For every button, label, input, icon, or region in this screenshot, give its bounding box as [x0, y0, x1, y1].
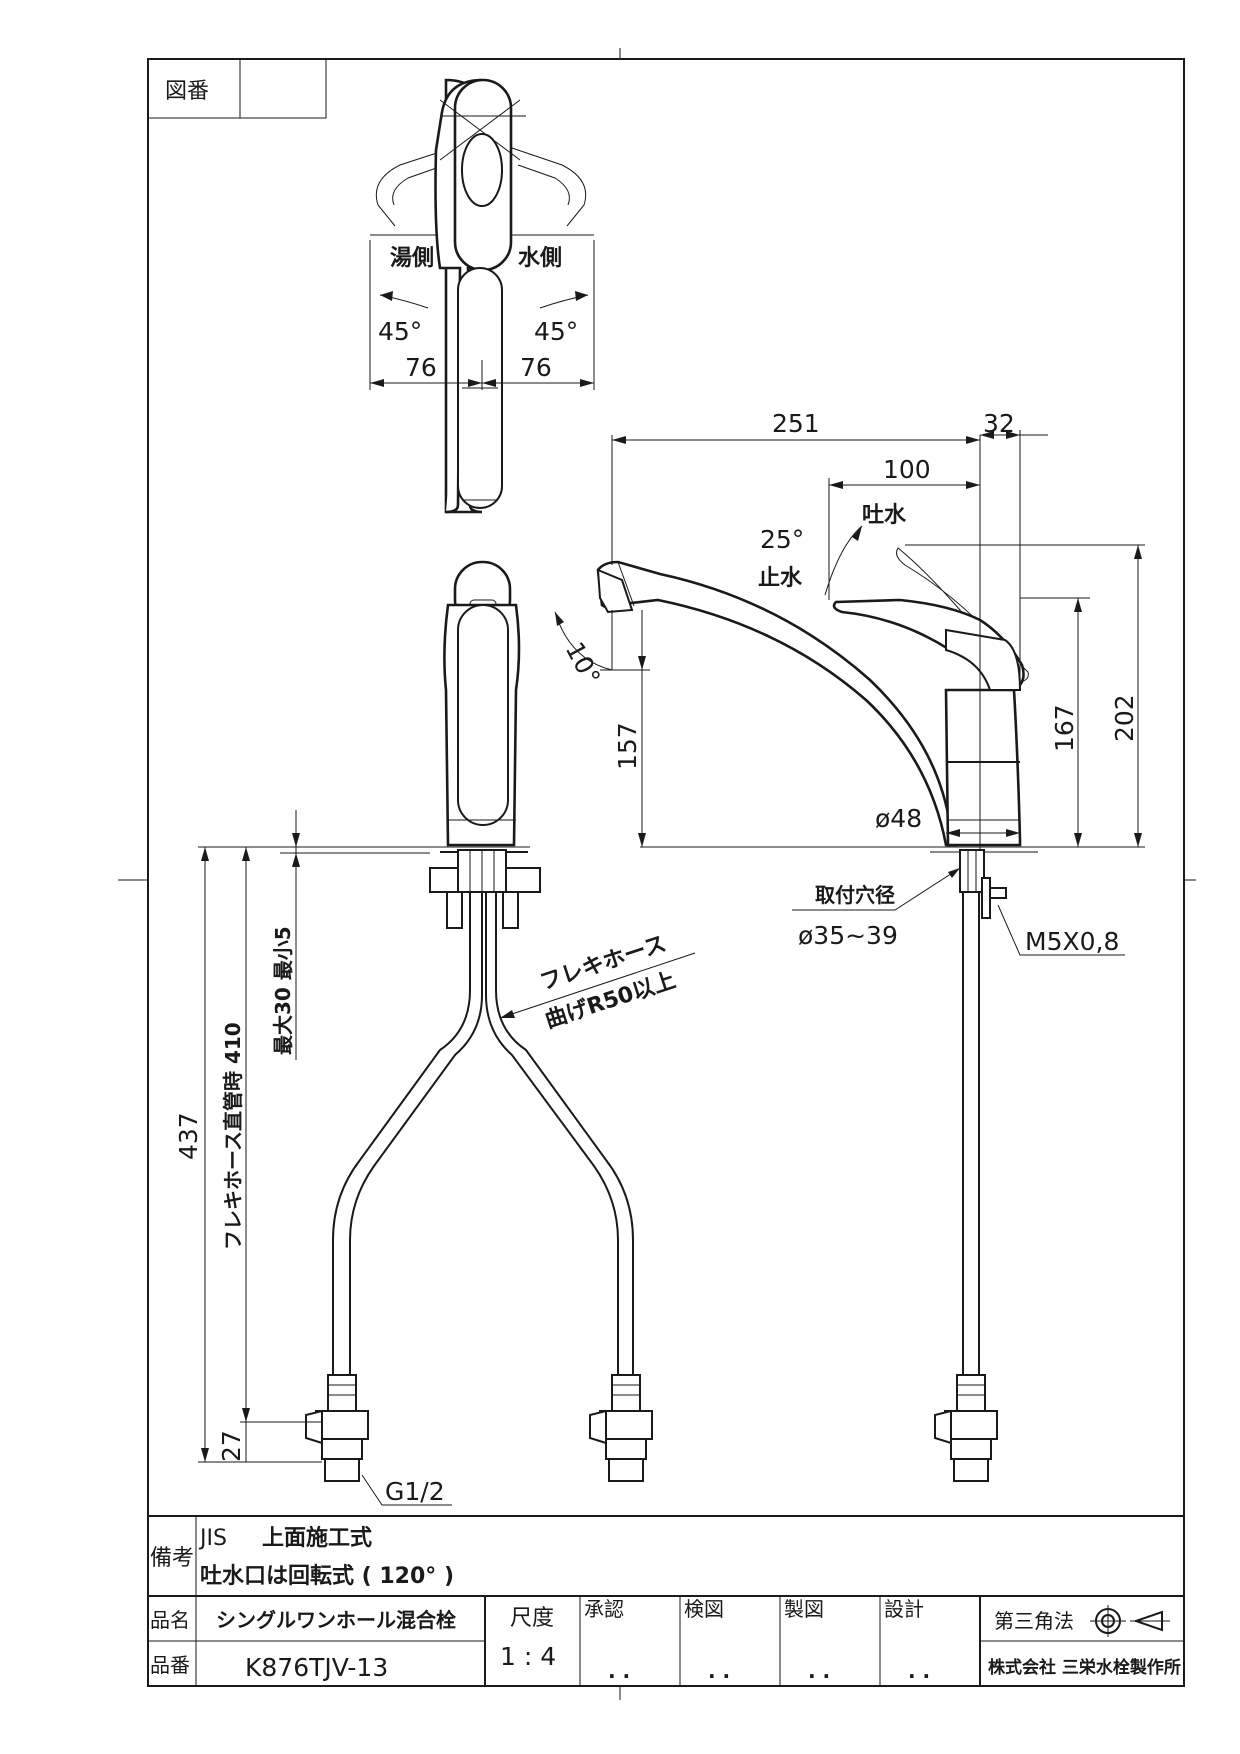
mount-hole-label: 取付穴径 — [815, 883, 895, 907]
dim-157: 157 — [613, 722, 642, 770]
dim-right-76: 76 — [520, 353, 552, 382]
approve-date: . . — [608, 1659, 630, 1683]
drawing-number-label: 図番 — [165, 79, 209, 104]
angle-25-label: 25° — [760, 525, 804, 554]
check-date: . . — [708, 1659, 730, 1683]
third-angle-projection-icon — [1090, 1605, 1170, 1637]
notes-jis: JIS — [198, 1526, 227, 1551]
max-min-label: 最大30 最小5 — [271, 926, 295, 1055]
top-view: 湯側 水側 45° 45° 76 76 — [369, 78, 595, 514]
number-label: 品番 — [150, 1653, 190, 1677]
side-view: 251 32 100 吐水 25° 止水 10° 157 167 202 ø48… — [554, 409, 1145, 1482]
draw-date: . . — [808, 1659, 830, 1683]
dim-100: 100 — [883, 455, 931, 484]
angle-left-label: 45° — [378, 317, 422, 346]
dia-48-label: ø48 — [875, 804, 922, 833]
approve-label: 承認 — [584, 1597, 624, 1621]
name-value: シングルワンホール混合栓 — [216, 1608, 456, 1632]
hose-straight-label: フレキホース直管時 410 — [221, 1022, 245, 1250]
notes-block: 備考 JIS 上面施工式 吐水口は回転式 ( 120° ) — [148, 1515, 1184, 1597]
design-label: 設計 — [884, 1597, 924, 1621]
notes-line2: 吐水口は回転式 ( 120° ) — [200, 1563, 454, 1589]
title-block: 品名 シングルワンホール混合栓 品番 K876TJV-13 尺度 1 : 4 承… — [148, 1596, 1184, 1686]
design-date: . . — [908, 1659, 930, 1683]
stop-water-label: 止水 — [758, 566, 803, 591]
dim-32: 32 — [983, 409, 1015, 438]
draw-label: 製図 — [784, 1597, 824, 1621]
number-value: K876TJV-13 — [245, 1653, 388, 1682]
drawing-frame — [118, 48, 1196, 1700]
name-label: 品名 — [150, 1608, 190, 1632]
angle-10-label: 10° — [560, 637, 606, 690]
notes-label: 備考 — [150, 1546, 194, 1571]
projection-label: 第三角法 — [994, 1609, 1074, 1633]
hot-side-label: 湯側 — [390, 246, 434, 271]
screw-label: M5X0,8 — [1025, 927, 1119, 956]
thread-label: G1/2 — [385, 1477, 445, 1506]
scale-label: 尺度 — [510, 1606, 554, 1631]
dim-251: 251 — [772, 409, 820, 438]
discharge-label: 吐水 — [862, 503, 907, 528]
scale-value: 1 : 4 — [500, 1642, 556, 1671]
dim-167: 167 — [1050, 704, 1079, 752]
dim-202: 202 — [1110, 694, 1139, 742]
mount-hole-value: ø35~39 — [798, 921, 898, 950]
notes-line1: 上面施工式 — [262, 1525, 372, 1551]
check-label: 検図 — [684, 1597, 724, 1621]
cold-side-label: 水側 — [518, 246, 562, 271]
front-view: 437 フレキホース直管時 410 最大30 最小5 27 フレキホース 曲げR… — [174, 560, 696, 1506]
company-name: 株式会社 三栄水栓製作所 — [988, 1657, 1181, 1678]
angle-right-label: 45° — [534, 317, 578, 346]
dim-437: 437 — [174, 1112, 203, 1160]
dim-27: 27 — [217, 1430, 246, 1462]
dim-left-76: 76 — [405, 353, 437, 382]
drawing-number-box: 図番 — [148, 59, 327, 119]
